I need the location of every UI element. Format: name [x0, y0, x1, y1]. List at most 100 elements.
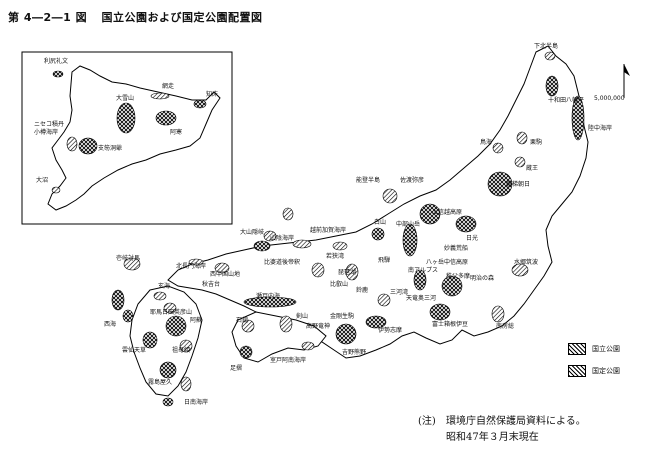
park-abashiri	[150, 92, 170, 100]
label-saikai: 西海	[104, 320, 116, 328]
park-sobo	[179, 339, 193, 353]
note-line-2: 昭和47年３月末現在	[446, 432, 539, 443]
park-biwako	[345, 263, 359, 281]
park-towada	[545, 75, 559, 97]
park-hiba	[311, 262, 325, 278]
label-kongo: 金剛生駒	[330, 312, 354, 320]
park-setonaikai	[243, 296, 297, 308]
park-onuma	[51, 186, 61, 194]
label-chokai: 鳥海	[480, 138, 492, 146]
honshu-outline	[167, 45, 589, 359]
label-daisetsu: 大雪山	[116, 94, 134, 102]
island-oki	[263, 230, 277, 242]
park-hakusan	[371, 227, 385, 241]
park-tsurugi	[279, 315, 293, 333]
label-sanin: 山陰海岸	[270, 234, 294, 242]
island-sado	[282, 207, 294, 221]
label-yatsugatake: 八ヶ岳中信高原	[426, 258, 468, 266]
park-ashizuri	[239, 345, 253, 359]
label-ise: 伊勢志摩	[378, 326, 402, 334]
park-aso	[165, 315, 187, 337]
label-towada: 十和田八幡平	[548, 96, 584, 104]
park-joshinetsu	[419, 203, 441, 225]
label-koyasan: 高野竜神	[306, 322, 330, 330]
park-daisetsu	[116, 102, 136, 134]
label-nikko: 日光	[466, 234, 478, 242]
park-unzen	[142, 331, 158, 349]
park-fuji	[429, 303, 451, 321]
park-wakasa	[332, 241, 348, 251]
legend: 国立公園 国定公園	[568, 338, 648, 382]
park-ishizuchi	[241, 319, 255, 333]
park-saikai	[122, 309, 134, 323]
label-chichibu: 秩父多摩	[446, 272, 470, 280]
park-rishiri	[52, 70, 64, 78]
label-daisen: 大山隠岐	[240, 228, 264, 236]
label-shikotsu: 支笏洞爺	[98, 144, 122, 152]
label-chubu: 中部山岳	[396, 220, 420, 228]
park-genkai	[153, 291, 167, 301]
park-yoshinokumano	[335, 323, 357, 345]
label-hida: 飛騨	[378, 256, 390, 264]
label-yaba: 耶馬日田英彦山	[150, 308, 192, 316]
label-hiei: 比叡山	[330, 280, 348, 288]
label-fuji: 富士箱根伊豆	[432, 320, 468, 328]
legend-national-label: 国立公園	[592, 345, 620, 353]
park-yaba	[163, 302, 177, 314]
label-hiba: 比婆道後帝釈	[264, 258, 300, 266]
park-chokai	[492, 142, 504, 154]
scale-label: 5,000,000	[594, 95, 625, 102]
park-minamialps	[413, 269, 427, 291]
park-suigo	[511, 263, 529, 277]
label-joshinetsu: 上信越高原	[432, 208, 462, 216]
label-suigo: 水郷筑波	[514, 258, 538, 266]
label-niseko: ニセコ積丹	[34, 120, 64, 128]
label-suzuka: 鈴鹿	[356, 286, 368, 294]
label-minamialps: 南アルプス	[408, 266, 438, 274]
park-daisen	[253, 240, 271, 252]
label-nishichugoku: 西中国山地	[210, 270, 240, 278]
label-nichinan: 日南海岸	[184, 398, 208, 406]
island-yakushima	[162, 397, 174, 407]
park-bandai	[487, 171, 513, 197]
label-abashiri: 網走	[162, 82, 174, 90]
legend-quasi-label: 国定公園	[592, 367, 620, 375]
park-akan	[155, 110, 177, 126]
label-setonaikai: 瀬戸内海	[256, 292, 280, 300]
label-onuma: 大沼	[36, 176, 48, 184]
label-tenryu: 天竜奥三河	[406, 294, 436, 302]
label-genkai: 玄海	[158, 282, 170, 290]
label-yoshinokumano: 吉野熊野	[342, 348, 366, 356]
park-tenryu	[377, 293, 391, 307]
label-muroto: 室戸阿南海岸	[270, 356, 306, 364]
label-kitanagato: 北長門海岸	[176, 262, 206, 270]
label-unzen: 雲仙天草	[122, 346, 146, 354]
park-kurikoma	[516, 131, 528, 145]
park-nishichugoku	[214, 262, 230, 274]
label-ashizuri: 足摺	[230, 364, 242, 372]
park-ise	[365, 315, 387, 329]
park-sanin	[292, 239, 312, 249]
label-bandai: 磐梯朝日	[506, 180, 530, 188]
park-chichibu	[441, 275, 463, 297]
label-minamiboso: 南房総	[496, 322, 514, 330]
label-ishizuchi: 石鎚	[236, 316, 248, 324]
label-akan: 阿寒	[170, 128, 182, 136]
park-minamiboso	[491, 305, 505, 323]
park-shiretoko	[193, 99, 207, 109]
note-mark: (注)	[418, 416, 436, 427]
park-kitanagato	[188, 258, 204, 266]
park-shimokita	[544, 51, 556, 61]
label-otaru: 小樽海岸	[34, 128, 58, 136]
map-labels: 利尻礼文 網走 知床 大雪山 阿寒 ニセコ積丹 小樽海岸 支笏洞爺 大沼 下北半…	[34, 42, 612, 406]
label-kirishima: 霧島屋久	[148, 378, 172, 386]
park-zao	[514, 156, 526, 168]
legend-national-swatch	[568, 343, 586, 355]
label-shiretoko: 知床	[206, 90, 218, 98]
label-noto: 能登半島	[356, 176, 380, 184]
island-iki	[123, 257, 141, 271]
label-hakusan: 白山	[374, 218, 386, 226]
label-sobo: 祖母傾	[172, 346, 190, 354]
park-nichinan	[180, 376, 192, 392]
